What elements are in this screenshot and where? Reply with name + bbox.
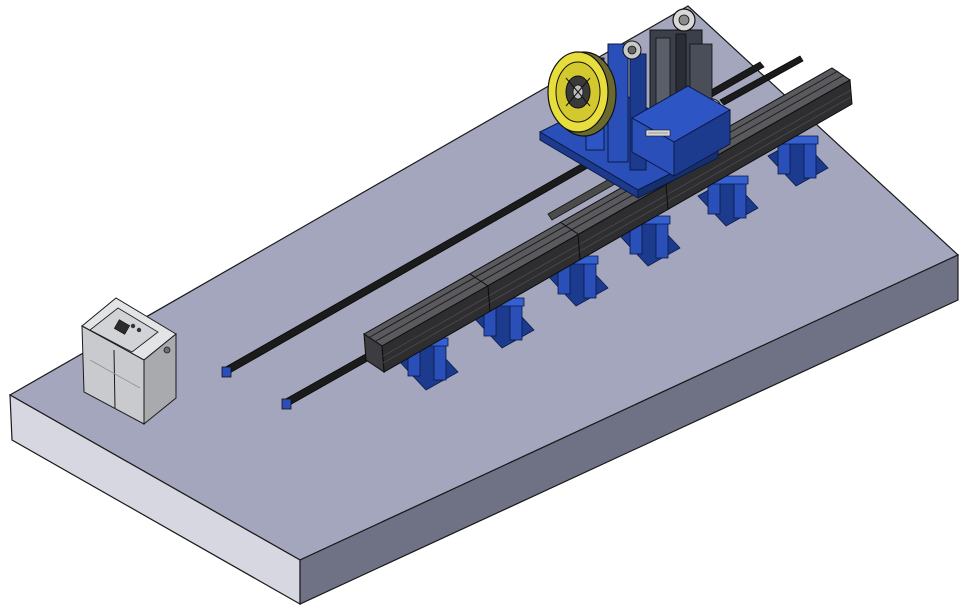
control-button bbox=[136, 327, 142, 333]
traction-machine bbox=[538, 8, 732, 199]
rail-end-cap-short bbox=[281, 398, 292, 410]
control-cabinet bbox=[81, 297, 177, 426]
sheave-wheel bbox=[547, 51, 617, 137]
platform-right-face bbox=[299, 254, 959, 605]
control-screen bbox=[113, 319, 131, 335]
guide-rail-upper bbox=[719, 55, 804, 106]
support-stand bbox=[697, 173, 759, 227]
beam-end-face bbox=[363, 333, 385, 373]
control-button bbox=[130, 323, 136, 329]
cabinet-side-knob bbox=[163, 346, 171, 354]
cabinet-side-face bbox=[143, 332, 177, 426]
rail-end-cap-long bbox=[221, 366, 232, 378]
support-stands bbox=[397, 133, 829, 391]
